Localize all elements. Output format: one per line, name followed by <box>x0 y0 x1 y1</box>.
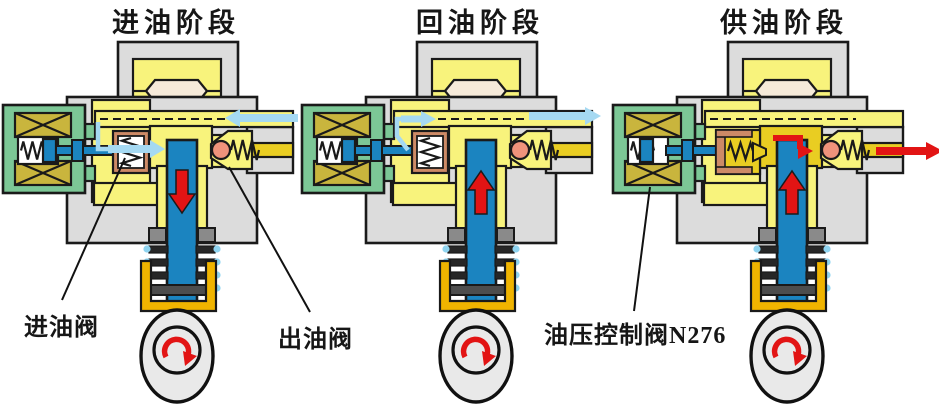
plunger-spring-coil <box>195 245 216 254</box>
solenoid-spring <box>19 141 46 160</box>
cam-rotation-arrow <box>460 336 491 359</box>
outlet-valve-ball <box>820 139 842 161</box>
cam <box>438 308 514 404</box>
return-flow-head <box>421 111 436 127</box>
plunger-motion-arrow <box>777 169 807 215</box>
title-intake-stage: 进油阶段 <box>112 8 240 38</box>
solenoid-armature <box>638 137 655 164</box>
inlet-valve-spring <box>726 139 755 163</box>
inlet-valve-spring <box>417 136 443 168</box>
cam <box>139 308 215 404</box>
cam-inner-circle <box>762 325 812 375</box>
plunger-spring-coil <box>758 245 779 254</box>
spring-dot <box>823 245 831 253</box>
inlet-valve-poppet <box>752 141 767 163</box>
inlet-flow-head <box>150 140 165 158</box>
outlet-valve-ball <box>210 139 232 161</box>
pump-delivery <box>611 40 939 404</box>
cam-rotation-arrowhead <box>482 351 496 366</box>
label-outlet-valve: 出油阀 <box>278 327 353 353</box>
pump-intake <box>1 40 298 404</box>
spring-dot <box>753 245 761 253</box>
delivery-flow-head <box>798 143 813 159</box>
cam <box>749 308 825 404</box>
plunger <box>165 138 199 304</box>
label-inlet-valve: 进油阀 <box>24 315 99 341</box>
spring-seat <box>760 284 824 296</box>
cam-rotation-arrowhead <box>793 351 807 366</box>
spring-dot <box>512 245 520 253</box>
cam-rotation-arrow <box>161 336 192 359</box>
plunger-spring-coil <box>805 245 826 254</box>
cam-inner-circle <box>152 325 202 375</box>
leader-line-outlet-valve <box>228 166 311 313</box>
flow-in-head <box>225 109 240 127</box>
cam-rotation-arrowhead <box>183 351 197 366</box>
outlet-valve-spring <box>839 139 871 161</box>
plunger-spring-coil <box>447 245 468 254</box>
cam-inner-circle <box>451 325 501 375</box>
plunger-spring-coil <box>148 245 169 254</box>
solenoid-armature <box>41 137 58 164</box>
spring-dot <box>143 245 151 253</box>
title-delivery-stage: 供油阶段 <box>720 8 848 38</box>
leader-line-pressure-control-valve <box>633 186 651 312</box>
spring-seat <box>150 284 214 296</box>
outlet-valve-spring <box>528 139 560 161</box>
plunger-motion-arrow <box>466 169 496 215</box>
pump-return <box>300 40 601 404</box>
outlet-valve-spring <box>229 139 261 161</box>
flow-out-head <box>585 107 601 125</box>
cam-rotation-arrow <box>771 336 802 359</box>
label-pressure-control-valve: 油压控制阀N276 <box>544 323 727 349</box>
spring-seat <box>449 284 513 296</box>
plunger <box>775 138 809 304</box>
delivery-out-head <box>926 142 939 160</box>
spring-dot <box>213 245 221 253</box>
leader-line-inlet-valve <box>61 157 126 301</box>
plunger-motion-arrow <box>167 169 197 215</box>
outlet-valve-ball <box>509 139 531 161</box>
plunger <box>464 138 498 304</box>
title-return-stage: 回油阶段 <box>416 8 544 38</box>
spring-dot <box>442 245 450 253</box>
solenoid-spring <box>318 141 345 160</box>
plunger-spring-coil <box>494 245 515 254</box>
solenoid-armature <box>340 137 357 164</box>
